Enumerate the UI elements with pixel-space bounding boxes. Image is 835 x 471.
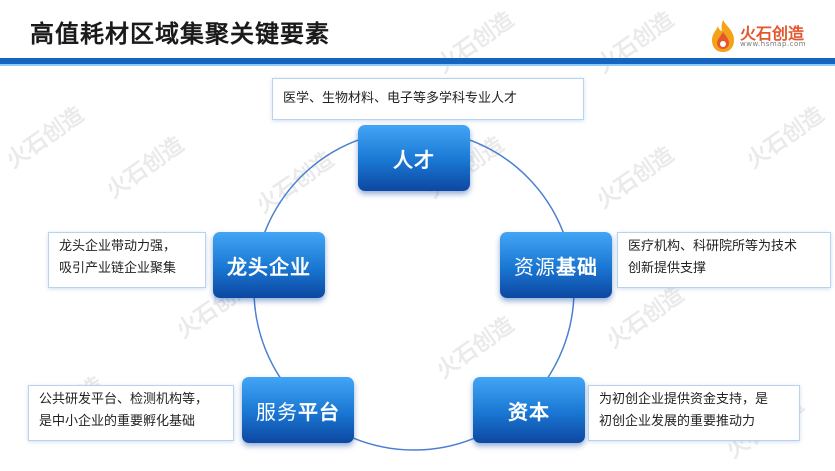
node-resource: 资源基础 (500, 232, 612, 298)
node-talent: 人才 (358, 125, 470, 191)
desc-platform-line-1: 公共研发平台、检测机构等， (39, 392, 209, 407)
logo-text: 火石创造 (740, 24, 805, 43)
desc-capital: 为初创企业提供资金支持，是 初创企业发展的重要推动力 (588, 385, 800, 441)
node-capital-label: 资本 (508, 399, 550, 424)
node-platform: 服务平台 (242, 377, 354, 443)
node-capital: 资本 (473, 377, 585, 443)
flame-logo-icon (712, 20, 734, 52)
node-leader-label: 龙头企业 (227, 254, 311, 279)
desc-talent: 医学、生物材料、电子等多学科专业人才 (272, 78, 584, 120)
desc-resource-line-2: 创新提供支撑 (628, 261, 707, 276)
node-platform-label-b: 平台 (298, 399, 340, 424)
desc-platform-line-2: 是中小企业的重要孵化基础 (39, 414, 196, 429)
desc-capital-line-2: 初创企业发展的重要推动力 (599, 414, 756, 429)
desc-leader: 龙头企业带动力强， 吸引产业链企业聚集 (48, 232, 206, 288)
desc-leader-line-1: 龙头企业带动力强， (59, 239, 177, 254)
page-title: 高值耗材区域集聚关键要素 (30, 20, 330, 48)
node-platform-label-a: 服务 (256, 399, 298, 424)
node-resource-label-b: 基础 (556, 254, 598, 279)
logo: 火石创造 www.hsmap.com (708, 18, 818, 54)
node-resource-label-a: 资源 (514, 254, 556, 279)
desc-talent-text: 医学、生物材料、电子等多学科专业人才 (283, 91, 518, 106)
desc-resource-line-1: 医疗机构、科研院所等为技术 (628, 239, 798, 254)
logo-url: www.hsmap.com (740, 40, 807, 48)
desc-resource: 医疗机构、科研院所等为技术 创新提供支撑 (617, 232, 831, 288)
node-talent-label: 人才 (393, 147, 435, 172)
title-divider (0, 58, 835, 66)
node-leader: 龙头企业 (213, 232, 325, 298)
desc-platform: 公共研发平台、检测机构等， 是中小企业的重要孵化基础 (28, 385, 234, 441)
desc-leader-line-2: 吸引产业链企业聚集 (59, 261, 177, 276)
desc-capital-line-1: 为初创企业提供资金支持，是 (599, 392, 769, 407)
